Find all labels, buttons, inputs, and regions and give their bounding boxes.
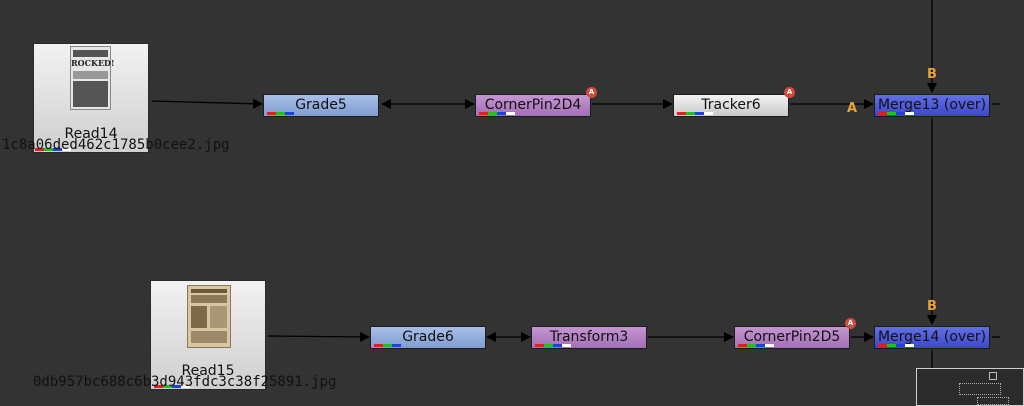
cornerpin2d4-node[interactable]: CornerPin2D4: [475, 94, 591, 117]
transform3-node[interactable]: Transform3: [531, 326, 647, 349]
read15-label: Read15: [181, 363, 235, 379]
cornerpin2d4-channels: [479, 112, 515, 115]
edge-read14-grade5[interactable]: [151, 98, 263, 109]
read15-thumbnail: [187, 285, 231, 348]
cornerpin2d5-animation-badge: A: [845, 318, 856, 329]
merge13-channels: [878, 112, 914, 115]
merge14-channels: [878, 344, 914, 347]
cornerpin2d4-animation-badge: A: [586, 87, 597, 98]
cornerpin2d5-label: CornerPin2D5: [743, 329, 841, 345]
grade6-channels: [374, 344, 401, 347]
tracker6-node[interactable]: Tracker6: [673, 94, 789, 117]
transform3-channels: [535, 344, 571, 347]
tracker6-animation-badge: A: [784, 87, 795, 98]
read14-thumbnail-headline: ROCKED!: [71, 58, 115, 68]
read14-label: Read14: [64, 126, 118, 142]
tracker6-channels: [677, 112, 713, 115]
cornerpin2d5-node[interactable]: CornerPin2D5: [734, 326, 850, 349]
read15-filename: 0db957bc688c6b3d943fdc3c38f25891.jpg: [33, 374, 337, 390]
grade6-label: Grade6: [402, 329, 454, 345]
merge13-node[interactable]: Merge13 (over): [874, 94, 990, 117]
read14-filename: 1c8a06ded462c1785b0cee2.jpg: [2, 137, 230, 153]
cornerpin2d5-channels: [738, 344, 774, 347]
merge13-input-a-label: A: [847, 101, 858, 116]
edge-read15-grade6[interactable]: [267, 331, 370, 342]
read14-node[interactable]: ROCKED! Read14: [33, 43, 149, 153]
cornerpin2d4-label: CornerPin2D4: [484, 97, 582, 113]
tracker6-label: Tracker6: [701, 97, 761, 113]
grade5-channels: [267, 112, 294, 115]
viewer-minimap[interactable]: [916, 368, 1024, 406]
grade5-node[interactable]: Grade5: [263, 94, 379, 117]
merge13-input-b-label: B: [927, 67, 937, 82]
read14-thumbnail: ROCKED!: [70, 46, 115, 110]
merge14-node[interactable]: Merge14 (over): [874, 326, 990, 349]
read14-channels: [35, 148, 71, 151]
merge14-label: Merge14 (over): [877, 329, 987, 345]
grade5-label: Grade5: [295, 97, 347, 113]
grade6-node[interactable]: Grade6: [370, 326, 486, 349]
merge14-input-b-label: B: [927, 299, 937, 314]
read15-channels: [154, 385, 190, 388]
transform3-label: Transform3: [549, 329, 629, 345]
merge13-label: Merge13 (over): [877, 97, 987, 113]
read15-node[interactable]: Read15: [150, 280, 266, 390]
